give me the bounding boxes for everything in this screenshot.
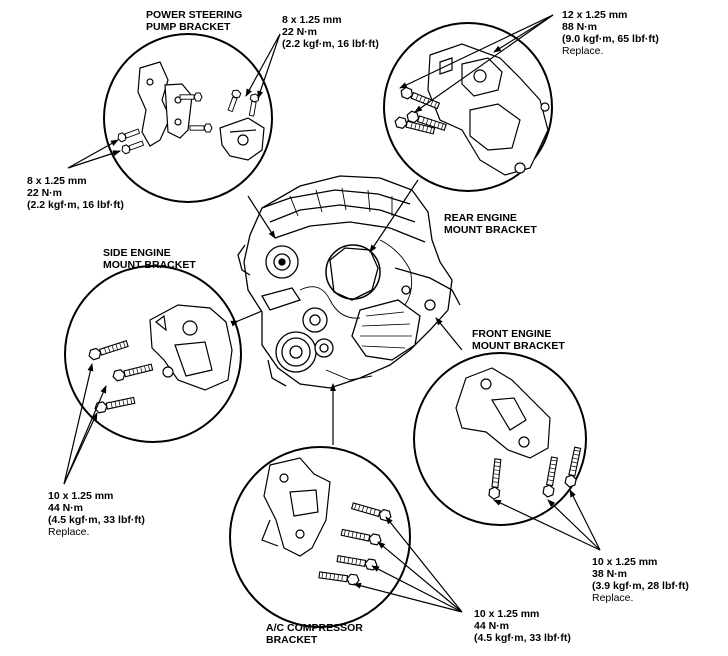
front-bracket-label-line2: MOUNT BRACKET xyxy=(472,340,565,352)
ps-torque-left-alt: (2.2 kgf·m, 16 lbf·ft) xyxy=(27,199,124,211)
ps-bracket-label-line2: PUMP BRACKET xyxy=(146,21,231,33)
ac-bracket-label: A/C COMPRESSOR BRACKET xyxy=(266,622,363,646)
front-bracket-detail xyxy=(413,352,587,526)
ac-torque-spec: 10 x 1.25 mm 44 N·m (4.5 kgf·m, 33 lbf·f… xyxy=(474,608,571,644)
side-bracket-detail xyxy=(64,265,242,443)
ac-torque-alt: (4.5 kgf·m, 33 lbf·ft) xyxy=(474,632,571,644)
ps-torque-top-nm: 22 N·m xyxy=(282,26,318,38)
side-torque-nm: 44 N·m xyxy=(48,502,84,514)
front-torque-nm: 38 N·m xyxy=(592,568,628,580)
side-bracket-label-line1: SIDE ENGINE xyxy=(103,247,171,259)
front-torque-spec: 10 x 1.25 mm 38 N·m (3.9 kgf·m, 28 lbf·f… xyxy=(592,556,689,604)
ac-bracket-label-line2: BRACKET xyxy=(266,634,318,646)
side-torque-spec: 10 x 1.25 mm 44 N·m (4.5 kgf·m, 33 lbf·f… xyxy=(48,490,145,538)
rear-torque-size: 12 x 1.25 mm xyxy=(562,9,628,21)
leader-lines xyxy=(63,14,601,613)
rear-torque-nm: 88 N·m xyxy=(562,21,598,33)
side-bracket-label-line2: MOUNT BRACKET xyxy=(103,259,196,271)
side-torque-alt: (4.5 kgf·m, 33 lbf·ft) xyxy=(48,514,145,526)
front-torque-note: Replace. xyxy=(592,592,634,604)
rear-mount-locator-circle xyxy=(325,244,381,300)
power-steering-bracket-detail xyxy=(103,33,273,203)
ps-torque-top-spec: 8 x 1.25 mm 22 N·m (2.2 kgf·m, 16 lbf·ft… xyxy=(282,14,379,50)
rear-torque-spec: 12 x 1.25 mm 88 N·m (9.0 kgf·m, 65 lbf·f… xyxy=(562,9,659,57)
ps-bracket-label: POWER STEERING PUMP BRACKET xyxy=(146,9,242,33)
ps-torque-left-spec: 8 x 1.25 mm 22 N·m (2.2 kgf·m, 16 lbf·ft… xyxy=(27,175,124,211)
front-torque-size: 10 x 1.25 mm xyxy=(592,556,658,568)
ps-torque-top-size: 8 x 1.25 mm xyxy=(282,14,342,26)
ps-torque-left-size: 8 x 1.25 mm xyxy=(27,175,87,187)
ac-bracket-label-line1: A/C COMPRESSOR xyxy=(266,622,363,634)
side-torque-note: Replace. xyxy=(48,526,90,538)
ac-torque-size: 10 x 1.25 mm xyxy=(474,608,540,620)
rear-bracket-label-line1: REAR ENGINE xyxy=(444,212,517,224)
engine-illustration xyxy=(237,175,461,389)
ps-bracket-label-line1: POWER STEERING xyxy=(146,9,243,21)
front-bracket-label-line1: FRONT ENGINE xyxy=(472,328,552,340)
ac-bracket-detail xyxy=(229,446,411,628)
ps-torque-left-nm: 22 N·m xyxy=(27,187,63,199)
rear-torque-note: Replace. xyxy=(562,45,604,57)
rear-bracket-detail xyxy=(383,22,553,192)
side-bracket-label: SIDE ENGINE MOUNT BRACKET xyxy=(103,247,196,271)
ac-torque-nm: 44 N·m xyxy=(474,620,510,632)
rear-torque-alt: (9.0 kgf·m, 65 lbf·ft) xyxy=(562,33,659,45)
rear-bracket-label-line2: MOUNT BRACKET xyxy=(444,224,537,236)
side-torque-size: 10 x 1.25 mm xyxy=(48,490,114,502)
ps-torque-top-alt: (2.2 kgf·m, 16 lbf·ft) xyxy=(282,38,379,50)
rear-bracket-label: REAR ENGINE MOUNT BRACKET xyxy=(444,212,537,236)
front-bracket-label: FRONT ENGINE MOUNT BRACKET xyxy=(472,328,565,352)
front-torque-alt: (3.9 kgf·m, 28 lbf·ft) xyxy=(592,580,689,592)
